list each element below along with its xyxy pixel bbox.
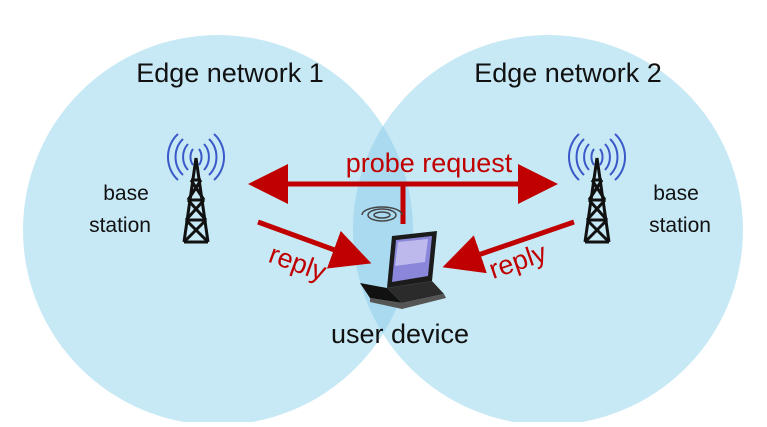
wifi-icon	[361, 206, 403, 222]
reply-arrow-right	[442, 219, 575, 274]
edge-network-2-label: Edge network 2	[474, 58, 662, 88]
cell-tower-icon	[583, 157, 611, 244]
base-station-right-label-2: station	[649, 214, 711, 237]
edge-network-1-area	[23, 35, 413, 425]
reply-arrow-left	[257, 219, 372, 269]
base-station-right-label-1: base	[653, 182, 699, 205]
base-station-left-label-1: base	[103, 182, 149, 205]
base-station-left-label-2: station	[89, 214, 151, 237]
radio-waves-icon	[567, 133, 627, 181]
base-station-right: base station	[567, 133, 711, 244]
probe-request-label: probe request	[346, 148, 513, 178]
edge-network-1-label: Edge network 1	[136, 58, 324, 88]
base-station-left: base station	[89, 133, 226, 244]
user-device-label: user device	[331, 319, 469, 349]
radio-waves-icon	[166, 133, 226, 181]
laptop-icon	[360, 206, 446, 309]
cell-tower-icon	[182, 157, 210, 244]
probe-request-arrow	[248, 164, 558, 224]
